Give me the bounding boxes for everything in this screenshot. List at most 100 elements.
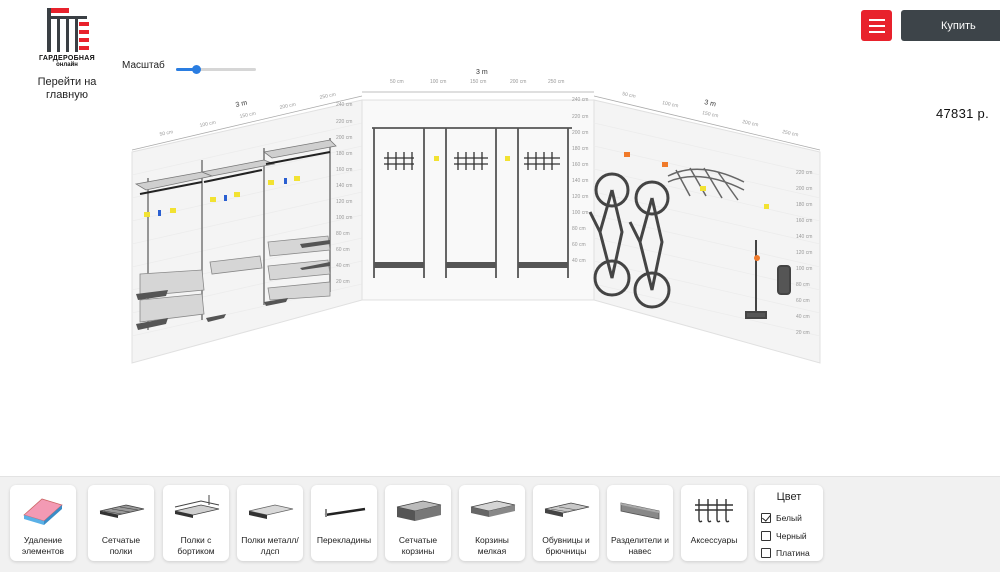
left-height-mark: 240 cm	[336, 102, 352, 108]
center-height-mark: 120 cm	[572, 194, 588, 200]
color-selector: Цвет Белый Черный Платина	[755, 485, 823, 561]
color-option-label: Белый	[776, 513, 802, 523]
scale-control: Масштаб	[122, 60, 256, 74]
tool-label: Полки металл/лдсп	[241, 535, 299, 556]
home-link[interactable]: Перейти на главную	[37, 76, 97, 101]
right-height-mark: 200 cm	[796, 186, 812, 192]
shoe-rack-icon	[544, 502, 590, 517]
tool-shallow-baskets[interactable]: Корзины мелкая	[459, 485, 525, 561]
rail-icon	[324, 507, 366, 517]
logo-mark-icon	[47, 8, 89, 52]
tool-solid-shelves[interactable]: Полки металл/лдсп	[237, 485, 303, 561]
solid-shelf-icon	[248, 504, 294, 519]
checkbox-checked-icon[interactable]	[761, 513, 771, 523]
right-height-mark: 120 cm	[796, 250, 812, 256]
left-height-mark: 120 cm	[336, 199, 352, 205]
tool-label: Разделители и навес	[611, 535, 669, 556]
tool-rimmed-shelves[interactable]: Полки с бортиком	[163, 485, 229, 561]
tool-mesh-baskets[interactable]: Сетчатые корзины	[385, 485, 451, 561]
color-title: Цвет	[776, 491, 802, 503]
right-ruler-mark: 250 cm	[782, 129, 799, 138]
center-wall-width-label: 3 m	[476, 69, 488, 76]
bicycle-icon	[628, 180, 671, 309]
shallow-basket-icon	[470, 500, 516, 517]
left-ruler-mark: 250 cm	[319, 92, 336, 101]
left-height-mark: 100 cm	[336, 215, 352, 221]
left-height-mark: 140 cm	[336, 183, 352, 189]
scale-slider[interactable]	[176, 65, 256, 74]
color-option-label: Черный	[776, 531, 807, 541]
center-height-mark: 180 cm	[572, 146, 588, 152]
left-height-mark: 20 cm	[336, 279, 350, 285]
rimmed-shelf-icon	[174, 495, 220, 518]
tool-dividers[interactable]: Разделители и навес	[607, 485, 673, 561]
eraser-icon	[23, 498, 63, 525]
right-ruler-mark: 50 cm	[622, 91, 637, 100]
bicycle-icon	[588, 172, 631, 297]
divider-icon	[620, 502, 660, 520]
checkbox-icon[interactable]	[761, 531, 771, 541]
total-price: 47831 р.	[936, 106, 990, 121]
center-height-mark: 80 cm	[572, 226, 586, 232]
color-option-black[interactable]: Черный	[761, 531, 807, 541]
mesh-shelf-icon	[99, 504, 145, 518]
checkbox-icon[interactable]	[761, 548, 771, 558]
right-ruler-mark: 100 cm	[662, 100, 679, 109]
center-ruler-mark: 100 cm	[430, 79, 446, 85]
center-ruler-mark: 150 cm	[470, 79, 486, 85]
tool-delete-elements[interactable]: Удаление элементов	[10, 485, 76, 561]
scale-slider-thumb[interactable]	[192, 65, 201, 74]
right-height-mark: 60 cm	[796, 298, 810, 304]
center-height-mark: 60 cm	[572, 242, 586, 248]
right-wall-width-label: 3 m	[704, 99, 717, 108]
right-height-mark: 180 cm	[796, 202, 812, 208]
left-height-mark: 80 cm	[336, 231, 350, 237]
buy-button[interactable]: Купить	[901, 10, 1000, 41]
center-height-mark: 200 cm	[572, 130, 588, 136]
right-height-mark: 160 cm	[796, 218, 812, 224]
right-height-mark: 40 cm	[796, 314, 810, 320]
color-option-label: Платина	[776, 548, 810, 558]
right-height-mark: 80 cm	[796, 282, 810, 288]
center-wall: 3 m 50 cm 100 cm 150 cm 200 cm 250 cm 24…	[361, 69, 595, 301]
tool-label: Полки с бортиком	[177, 535, 215, 556]
color-option-white[interactable]: Белый	[761, 513, 802, 523]
right-height-mark: 140 cm	[796, 234, 812, 240]
element-toolbar: Удаление элементов Сетчатые полки Полки …	[0, 476, 1000, 572]
center-height-mark: 100 cm	[572, 210, 588, 216]
left-ruler-mark: 150 cm	[239, 111, 256, 120]
right-ruler-mark: 150 cm	[702, 110, 719, 119]
menu-icon-bar	[868, 24, 885, 27]
tool-label: Аксессуары	[690, 535, 738, 545]
tool-accessories[interactable]: Аксессуары	[681, 485, 747, 561]
tool-shoe-racks[interactable]: Обувницы и брючницы	[533, 485, 599, 561]
tool-label: Корзины мелкая	[475, 535, 509, 556]
logo[interactable]: ГАРДЕРОБНАЯ онлайн	[32, 8, 102, 68]
center-height-mark: 140 cm	[572, 178, 588, 184]
center-height-mark: 220 cm	[572, 114, 588, 120]
center-ruler-mark: 200 cm	[510, 79, 526, 85]
color-option-platinum[interactable]: Платина	[761, 548, 810, 558]
left-wall-width-label: 3 m	[235, 100, 248, 109]
right-height-mark: 100 cm	[796, 266, 812, 272]
left-height-mark: 220 cm	[336, 119, 352, 125]
menu-button[interactable]	[861, 10, 892, 41]
left-height-mark: 40 cm	[336, 263, 350, 269]
center-ruler-mark: 50 cm	[390, 79, 404, 85]
center-height-mark: 240 cm	[572, 97, 588, 103]
tool-label: Удаление элементов	[21, 535, 65, 556]
tool-label: Сетчатые корзины	[398, 535, 438, 556]
left-wall: 3 m 50 cm 100 cm 150 cm 200 cm 250 cm 24…	[131, 92, 363, 364]
tool-rails[interactable]: Перекладины	[311, 485, 377, 561]
right-ruler-mark: 200 cm	[742, 119, 759, 128]
right-wall: 3 m 50 cm 100 cm 150 cm 200 cm 250 cm 22…	[588, 91, 821, 364]
logo-subtitle: онлайн	[56, 62, 78, 68]
menu-icon-bar	[868, 18, 885, 21]
tool-mesh-shelves[interactable]: Сетчатые полки	[88, 485, 154, 561]
hooks-icon	[695, 499, 733, 523]
right-height-mark: 20 cm	[796, 330, 810, 336]
left-ruler-mark: 100 cm	[199, 120, 216, 129]
center-ruler-mark: 250 cm	[548, 79, 564, 85]
center-height-mark: 40 cm	[572, 258, 586, 264]
